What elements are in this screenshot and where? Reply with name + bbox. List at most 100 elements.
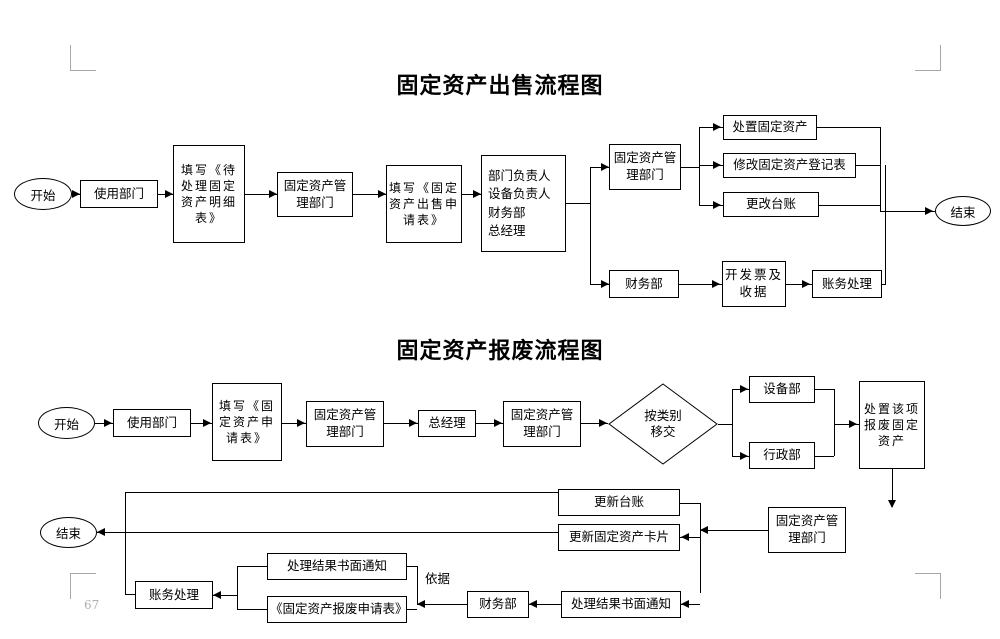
connector-merge-to-end xyxy=(880,211,935,212)
connector-using-dept-to-application-scrap xyxy=(191,423,212,424)
page-number: 67 xyxy=(84,598,100,612)
arrow-fan-to-admin xyxy=(740,452,748,460)
node-end-sale: 结束 xyxy=(935,196,991,226)
arrow-fan-to-equipment xyxy=(740,385,748,393)
node-scrap-application-form: 《固定资产报废申请表》 xyxy=(267,596,408,623)
node-written-notice-left: 处理结果书面通知 xyxy=(267,553,407,580)
arrow-split-to-mgmt2 xyxy=(601,163,609,171)
node-label: 结束 xyxy=(950,204,976,220)
connector-split-to-finance xyxy=(590,284,609,285)
diamond-shape xyxy=(608,383,718,465)
node-end-scrap: 结束 xyxy=(40,517,97,548)
connector-gm-to-mgmt2-scrap xyxy=(476,423,503,424)
node-asset-mgmt-dept-2-scrap: 固定资产管理部门 xyxy=(503,401,581,447)
node-using-dept-scrap: 使用部门 xyxy=(113,409,191,437)
arrow-merge-to-update-card xyxy=(681,533,689,541)
connector-split-to-mgmt2 xyxy=(590,167,609,168)
arrow-using-dept-to-application-scrap xyxy=(203,419,211,427)
cropmark-top-right xyxy=(915,45,941,71)
node-finance-dept-sale: 财务部 xyxy=(609,270,679,298)
connector-finance-to-invoice xyxy=(679,284,722,285)
arrow-merge-to-written-notice-right xyxy=(681,600,689,608)
node-label: 处理结果书面通知 xyxy=(286,558,387,574)
node-fill-pending-list: 填写《待处理固定资产明细表》 xyxy=(173,145,245,243)
node-label: 开始 xyxy=(53,416,79,432)
node-label: 固定资产管理部门 xyxy=(283,177,347,210)
node-dispose-scrap-asset: 处置该项报废固定资产 xyxy=(859,381,925,469)
connector-update-ledger-to-left xyxy=(125,492,558,493)
connector-application-to-mgmt1-scrap xyxy=(282,423,306,424)
arrow-mgmt3-to-merge xyxy=(700,526,708,534)
node-label: 处置该项报废固定资产 xyxy=(863,401,920,449)
node-issue-invoice: 开发票及收据 xyxy=(722,261,786,307)
node-label: 修改固定资产登记表 xyxy=(733,157,846,173)
chart-title-scrap-flow: 固定资产报废流程图 xyxy=(396,338,604,364)
arrow-start-to-using-dept xyxy=(72,190,80,198)
node-label: 更新台账 xyxy=(593,494,644,510)
node-label: 使用部门 xyxy=(93,185,144,201)
connector-decision-out xyxy=(718,424,732,425)
connector-left-merge-to-accounting xyxy=(213,595,237,596)
arrow-fan-to-modify xyxy=(713,161,721,169)
node-admin-dept: 行政部 xyxy=(749,442,815,469)
connector-admin-out xyxy=(815,456,834,457)
node-fill-sale-application: 填写《固定资产出售申请表》 xyxy=(386,165,462,243)
node-asset-mgmt-dept-1-sale: 固定资产管理部门 xyxy=(277,172,353,217)
connector-dispose-down xyxy=(892,469,893,507)
node-label: 财务部 xyxy=(625,275,663,291)
connector-merge-equip-admin-vertical xyxy=(834,389,835,456)
arrow-fan-to-dispose xyxy=(713,123,721,131)
connector-left-notices-merge-vertical xyxy=(237,566,238,609)
connector-fan-to-dispose xyxy=(699,127,723,128)
node-label: 部门负责人 设备负责人 财务部 总经理 xyxy=(488,168,551,238)
node-label: 处置固定资产 xyxy=(732,119,808,135)
connector-tasks-merge-vertical xyxy=(880,127,881,211)
node-asset-mgmt-dept-2-sale: 固定资产管理部门 xyxy=(609,144,681,190)
node-label: 使用部门 xyxy=(126,414,177,430)
connector-dispose-out xyxy=(817,127,880,128)
connector-decision-fan-vertical xyxy=(732,389,733,456)
connector-finance-to-notices-column xyxy=(417,604,467,605)
node-label: 账务处理 xyxy=(148,586,199,602)
arrow-start-to-using-dept-scrap xyxy=(104,419,112,427)
node-label: 设备部 xyxy=(763,381,801,397)
arrow-using-dept-to-pending xyxy=(165,190,173,198)
arrow-fan-to-update-ledger xyxy=(713,201,721,209)
arrow-merge-to-end xyxy=(925,207,933,215)
node-label: 固定资产管理部门 xyxy=(775,513,839,545)
arrow-mgmt1-to-application xyxy=(378,190,386,198)
connector-right-trunk-vertical xyxy=(885,165,886,284)
connector-fan-to-modify xyxy=(699,165,723,166)
connector-mgmt1-to-application xyxy=(353,194,386,195)
connector-application-to-approvers xyxy=(462,194,481,195)
node-label: 固定资产管理部门 xyxy=(510,407,574,439)
arrow-mgmt2-to-decision xyxy=(599,419,607,427)
connector-update-ledger-left-to-accounting xyxy=(125,594,135,595)
node-update-ledger-sale: 更改台账 xyxy=(723,192,819,217)
node-modify-register: 修改固定资产登记表 xyxy=(723,153,856,178)
node-label: 处理结果书面通知 xyxy=(570,596,671,612)
connector-mgmt2-out xyxy=(681,167,699,168)
connector-update-ledger-out xyxy=(819,205,880,206)
arrow-merge-to-dispose-scrap xyxy=(849,420,857,428)
arrow-finance-to-notices-column xyxy=(417,600,425,608)
connector-equipment-out xyxy=(815,389,834,390)
node-approvers-sale: 部门负责人 设备负责人 财务部 总经理 xyxy=(481,155,566,252)
node-general-manager: 总经理 xyxy=(418,410,476,437)
arrow-dispose-down-to-mgmt3 xyxy=(888,500,896,508)
node-label: 结束 xyxy=(55,526,81,541)
connector-mgmt1-to-gm xyxy=(384,423,418,424)
arrow-update-card-to-end xyxy=(97,528,105,536)
connector-modify-out xyxy=(856,165,880,166)
cropmark-top-left xyxy=(70,45,96,71)
connector-merge-to-dispose-scrap xyxy=(834,424,859,425)
arrow-notice-right-to-finance xyxy=(529,600,537,608)
connector-update-card-to-end xyxy=(97,532,558,533)
node-label: 账务处理 xyxy=(821,275,872,291)
node-dispose-asset: 处置固定资产 xyxy=(723,115,817,140)
node-label: 填写《固定资产申请表》 xyxy=(218,398,275,446)
arrow-split-to-finance xyxy=(601,280,609,288)
node-fill-application-scrap: 填写《固定资产申请表》 xyxy=(212,383,282,461)
node-label: 总经理 xyxy=(428,415,466,431)
